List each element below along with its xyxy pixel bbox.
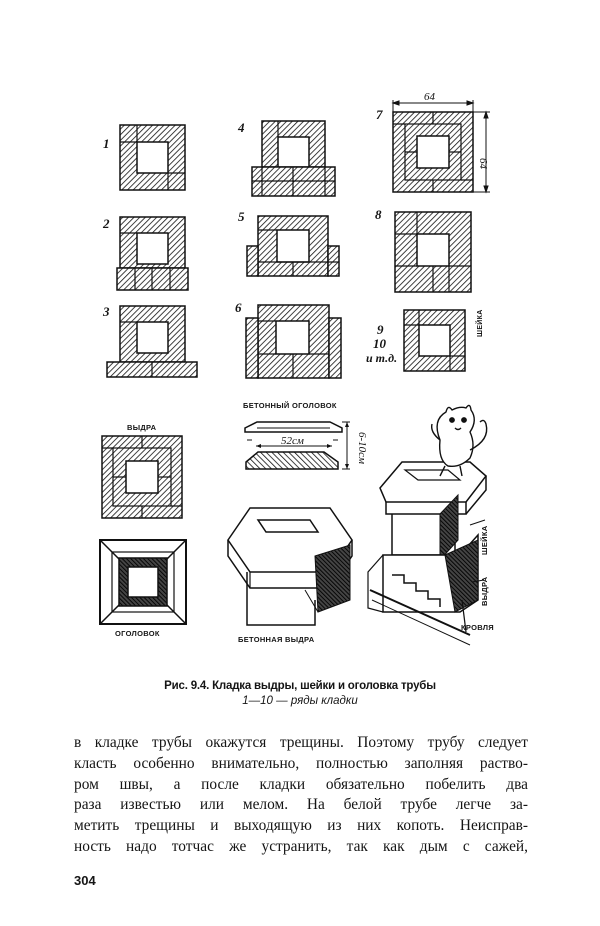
- course-5-plan: [246, 215, 340, 277]
- text-line-content: в кладке трубы окажутся трещины. Поэтому…: [74, 734, 528, 751]
- text-line: класть особенно внимательно, полностью з…: [74, 754, 528, 775]
- dimension-52cm: 52см: [281, 435, 304, 447]
- course-number-etc: и т.д.: [366, 351, 397, 365]
- chimney-elevation: [367, 461, 488, 646]
- course-1-plan: [119, 124, 186, 191]
- course-number-5: 5: [238, 209, 245, 224]
- figure-caption-subtitle: 1—10 — ряды кладки: [242, 695, 358, 707]
- dimension-lines: [391, 100, 490, 194]
- course-number-9: 9: [377, 322, 384, 337]
- course-4-plan: [251, 120, 336, 197]
- ogolovok-plan: [99, 539, 187, 625]
- course-3-plan: [106, 305, 198, 378]
- course-number-10: 10: [373, 336, 387, 351]
- concrete-cap-section: [244, 421, 350, 470]
- label-krovlya: КРОВЛЯ: [461, 623, 494, 632]
- course-number-2: 2: [102, 216, 110, 231]
- text-line: ность надо тотчас же устранить, так как …: [74, 837, 528, 858]
- course-2-plan: [116, 216, 189, 291]
- label-ogolovok: ОГОЛОВОК: [115, 629, 160, 638]
- cat-drawing: [430, 404, 488, 477]
- text-line-content: раза известью или мелом. На белой трубе …: [74, 796, 528, 814]
- text-line-content: класть особенно внимательно, полностью з…: [74, 754, 528, 772]
- text-line-content: ность надо тотчас же устранить, так как …: [74, 837, 528, 855]
- figure-caption-title: Рис. 9.4. Кладка выдры, шейки и оголовка…: [164, 680, 436, 692]
- label-sheyka-chimney: ШЕЙКА: [480, 525, 489, 555]
- course-7-plan: [392, 111, 474, 193]
- course-number-1: 1: [103, 136, 110, 151]
- dimension-height: 64: [477, 158, 489, 170]
- label-concrete-cap: БЕТОННЫЙ ОГОЛОВОК: [243, 401, 337, 410]
- text-line: в кладке трубы окажутся трещины. Поэтому…: [74, 733, 528, 754]
- page-number: 304: [74, 873, 96, 888]
- course-number-3: 3: [102, 304, 110, 319]
- figure-chimney-masonry: 1 2 3 4: [99, 91, 494, 646]
- course-9-plan: [403, 309, 466, 372]
- course-number-6: 6: [235, 300, 242, 315]
- vydra-plan: [101, 435, 183, 519]
- text-line-content: ром швы, а после кладки обязательно побе…: [74, 775, 528, 793]
- label-concrete-vydra: БЕТОННАЯ ВЫДРА: [238, 635, 315, 644]
- course-number-7: 7: [376, 107, 383, 122]
- text-line: ром швы, а после кладки обязательно побе…: [74, 775, 528, 796]
- label-vydra: ВЫДРА: [127, 423, 157, 432]
- course-6-plan: [245, 304, 342, 379]
- concrete-vydra-3d: [227, 507, 353, 626]
- label-sheyka: ШЕЙКА: [475, 309, 484, 337]
- body-paragraph: в кладке трубы окажутся трещины. Поэтому…: [74, 733, 528, 858]
- dimension-6-10cm: 6-10см: [356, 432, 368, 464]
- text-line: метить трещины и выходящую из них копоть…: [74, 816, 528, 837]
- dimension-width: 64: [424, 91, 436, 103]
- course-number-8: 8: [375, 207, 382, 222]
- text-line: раза известью или мелом. На белой трубе …: [74, 795, 528, 816]
- text-line-content: метить трещины и выходящую из них копоть…: [74, 817, 528, 835]
- course-number-4: 4: [237, 120, 245, 135]
- course-8-plan: [394, 211, 472, 293]
- label-vydra-chimney: ВЫДРА: [480, 576, 489, 606]
